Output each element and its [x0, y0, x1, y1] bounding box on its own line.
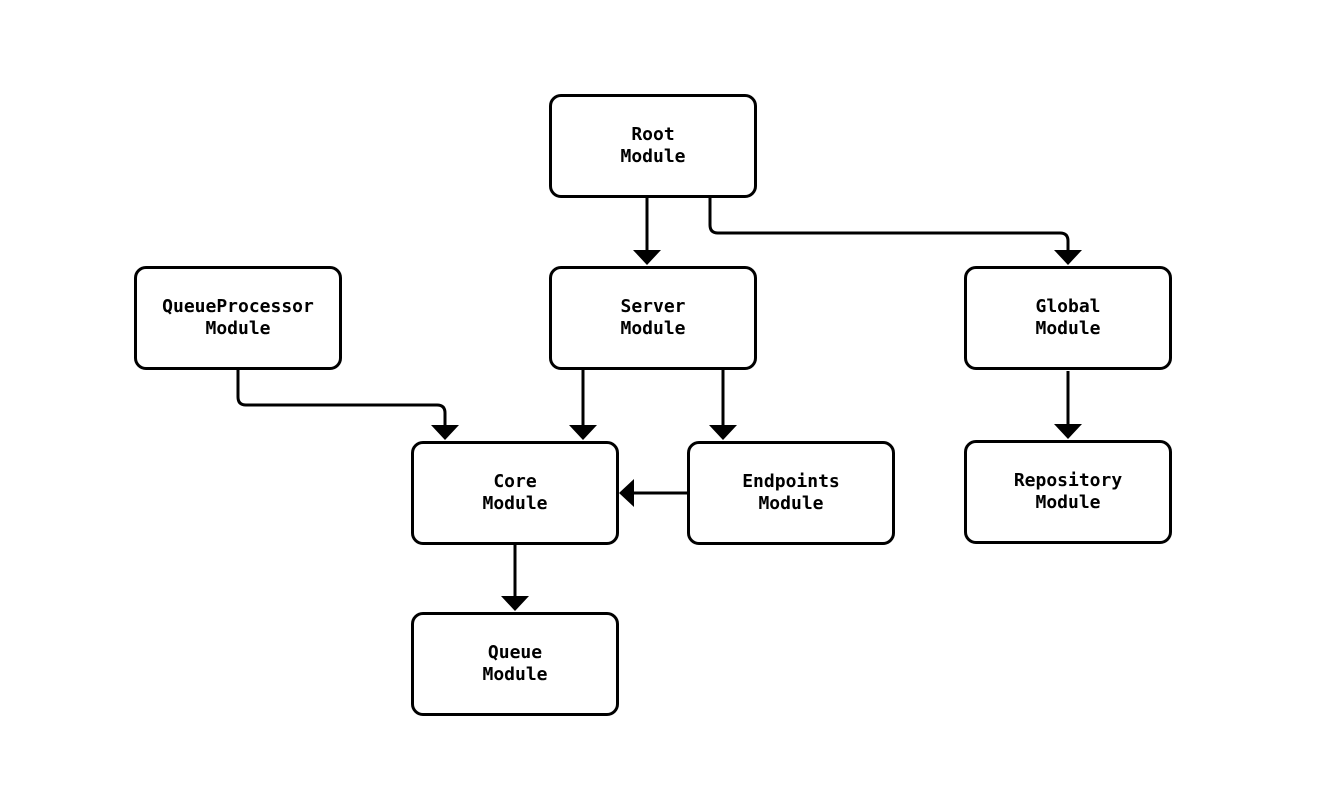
edge-core-to-queue-arrowhead [501, 596, 529, 611]
node-root-module-label: Root Module [620, 124, 686, 167]
node-core-module-label: Core Module [482, 471, 548, 514]
edge-root-to-global [708, 198, 1070, 250]
edge-root-to-global-arrowhead [1054, 250, 1082, 265]
node-global-module: Global Module [964, 266, 1172, 370]
node-endpoints-module: Endpoints Module [687, 441, 895, 545]
edge-queueprocessor-to-core [236, 370, 447, 425]
edge-global-to-repository-arrowhead [1054, 424, 1082, 439]
node-root-module: Root Module [549, 94, 757, 198]
node-server-module-label: Server Module [620, 296, 686, 339]
node-queue-module-label: Queue Module [482, 642, 548, 685]
edge-endpoints-to-core-arrowhead [619, 479, 634, 507]
edge-server-to-core-arrowhead [569, 425, 597, 440]
node-queueprocessor-module-label: QueueProcessor Module [162, 296, 314, 339]
edge-queueprocessor-to-core-arrowhead [431, 425, 459, 440]
node-queueprocessor-module: QueueProcessor Module [134, 266, 342, 370]
edge-server-to-endpoints-arrowhead [709, 425, 737, 440]
node-queue-module: Queue Module [411, 612, 619, 716]
edge-root-to-server-arrowhead [633, 250, 661, 265]
node-repository-module-label: Repository Module [1013, 470, 1123, 513]
node-endpoints-module-label: Endpoints Module [742, 471, 840, 514]
node-global-module-label: Global Module [1035, 296, 1101, 339]
node-repository-module: Repository Module [964, 440, 1172, 544]
node-core-module: Core Module [411, 441, 619, 545]
node-server-module: Server Module [549, 266, 757, 370]
